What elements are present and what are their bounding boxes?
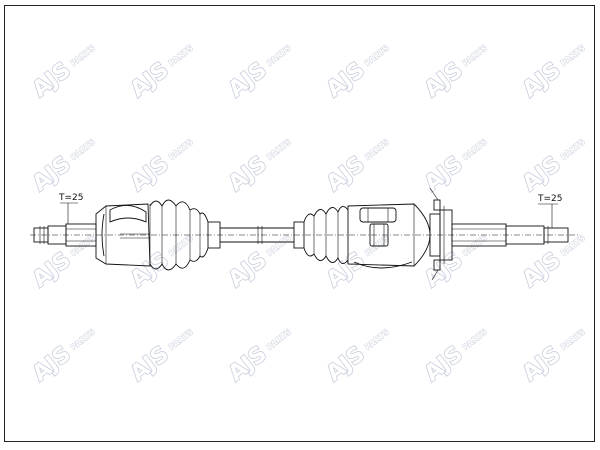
left-spline-stub <box>33 223 97 247</box>
right-thread-annotation: T=25 <box>537 194 563 228</box>
main-shaft <box>220 226 294 244</box>
outer-boot <box>149 199 221 271</box>
right-spline-stub <box>451 223 569 247</box>
right-thread-label: T=25 <box>537 194 563 204</box>
inner-tripod-joint <box>347 203 431 269</box>
inner-boot <box>293 206 349 264</box>
left-thread-annotation: T=25 <box>58 193 84 224</box>
bearing-flange <box>429 187 453 281</box>
left-thread-label: T=25 <box>58 193 84 203</box>
outer-cv-joint <box>95 203 151 267</box>
drawing-frame <box>4 5 595 442</box>
